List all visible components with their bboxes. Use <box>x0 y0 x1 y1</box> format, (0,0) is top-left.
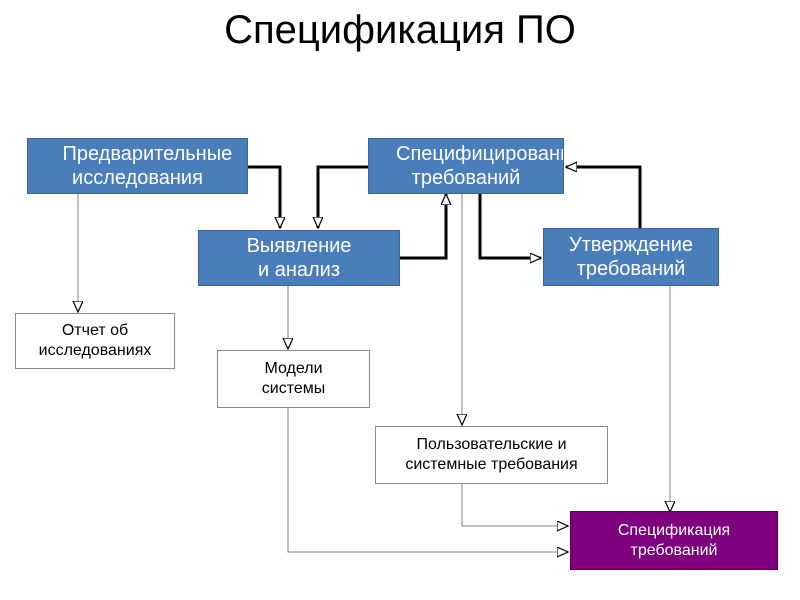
doc-requirements: Пользовательские и системные требования <box>375 426 608 484</box>
page-title: Спецификация ПО <box>224 8 576 52</box>
doc-research-report: Отчет об исследованиях <box>15 313 175 369</box>
process-approval: Утверждение требований <box>543 228 719 286</box>
doc-system-models-label: Модели системы <box>261 360 326 397</box>
edge-analysis-to-specification <box>400 194 446 260</box>
edge-requirements-to-spec <box>461 484 568 526</box>
edge-specification-to-analysis <box>318 165 368 228</box>
edge-preliminary-to-analysis <box>248 165 280 228</box>
process-specification-label: Специфицирование требований <box>396 143 564 189</box>
process-approval-label: Утверждение требований <box>568 234 694 280</box>
process-preliminary-research: Предварительные исследования <box>27 138 248 194</box>
result-spec-label: Спецификация требований <box>617 521 731 559</box>
process-analysis: Выявление и анализ <box>198 230 400 286</box>
edge-models-to-spec <box>287 408 568 552</box>
edge-approval-to-specification <box>566 167 642 228</box>
edge-specification-to-approval <box>478 194 541 258</box>
process-specification: Специфицирование требований <box>368 138 564 194</box>
process-preliminary-label: Предварительные исследования <box>62 143 233 189</box>
doc-system-models: Модели системы <box>217 350 370 408</box>
doc-requirements-label: Пользовательские и системные требования <box>405 436 578 473</box>
doc-research-report-label: Отчет об исследованиях <box>38 322 152 359</box>
result-spec: Спецификация требований <box>570 511 778 570</box>
process-analysis-label: Выявление и анализ <box>246 235 352 281</box>
